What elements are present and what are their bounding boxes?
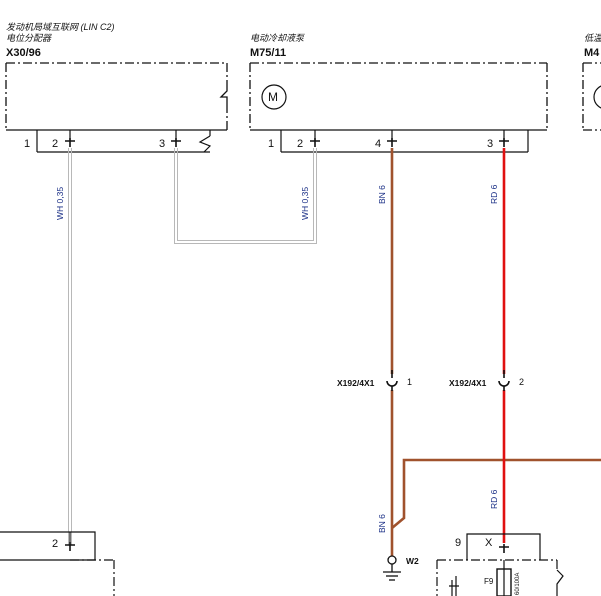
m75-11-busbar xyxy=(250,129,547,153)
m75-11-pin-4: 4 xyxy=(375,138,382,150)
x30-96-busbar xyxy=(6,129,227,153)
connector-2-code: X192/4X1 xyxy=(449,378,487,388)
m75-11-box xyxy=(249,62,548,130)
connector-x192-4x1-pin1 xyxy=(386,370,398,391)
connector-2-pin: 2 xyxy=(519,377,525,387)
wire-label-bn-lower: BN 6 xyxy=(377,514,387,533)
bottom-right-pin-x: X xyxy=(485,537,493,549)
bottom-right-component xyxy=(436,533,564,596)
wire-label-rd-upper: RD 6 xyxy=(489,184,499,204)
ground-symbol xyxy=(383,555,401,581)
bottom-left-pin-2: 2 xyxy=(52,538,59,550)
bottom-left-pin-socket xyxy=(65,542,75,551)
m75-11-pin-2: 2 xyxy=(297,138,304,150)
wire-label-rd-lower: RD 6 xyxy=(489,489,499,509)
m4x-title-partial: 低温 xyxy=(584,33,601,43)
m75-11-code: M75/11 xyxy=(250,47,287,59)
x30-96-pin-sockets xyxy=(65,138,181,147)
brown-wire xyxy=(390,148,601,556)
m4x-motor-partial xyxy=(593,85,601,109)
x30-96-pin-1: 1 xyxy=(24,138,31,150)
ground-label-w2: W2 xyxy=(406,556,419,566)
x30-96-code: X30/96 xyxy=(6,47,41,59)
wire-label-wh-left: WH 0,35 xyxy=(55,186,65,220)
x30-96-box xyxy=(5,62,228,130)
bottom-right-pin-socket xyxy=(499,544,509,553)
x30-96-pin-3: 3 xyxy=(159,138,166,150)
m4x-box xyxy=(582,62,601,131)
x30-96-pin-2: 2 xyxy=(52,138,59,150)
wire-label-wh-right: WH 0,35 xyxy=(300,186,310,220)
m75-11-pin-3: 3 xyxy=(487,138,494,150)
m4x-code-partial: M4 xyxy=(584,47,600,59)
bottom-right-pin-9: 9 xyxy=(455,537,462,549)
x30-96-break-symbol xyxy=(219,87,228,104)
connector-1-pin: 1 xyxy=(407,377,413,387)
white-wire-lin xyxy=(68,148,317,545)
m75-11-title: 电动冷却液泵 xyxy=(250,33,305,43)
m75-11-pin-sockets xyxy=(310,138,509,147)
x30-96-title-line2: 电位分配器 xyxy=(6,33,52,43)
fuse-f9-rating: 60/100A xyxy=(515,572,521,595)
x30-96-title-line1: 发动机局域互联网 (LIN C2) xyxy=(6,22,115,32)
m75-11-pin-1: 1 xyxy=(268,138,275,150)
connector-x192-4x1-pin2 xyxy=(498,370,510,391)
motor-symbol xyxy=(261,84,287,110)
wire-label-bn-upper: BN 6 xyxy=(377,185,387,204)
connector-1-code: X192/4X1 xyxy=(337,378,375,388)
fuse-f9-label: F9 xyxy=(484,577,494,586)
motor-symbol-letter: M xyxy=(268,90,278,104)
